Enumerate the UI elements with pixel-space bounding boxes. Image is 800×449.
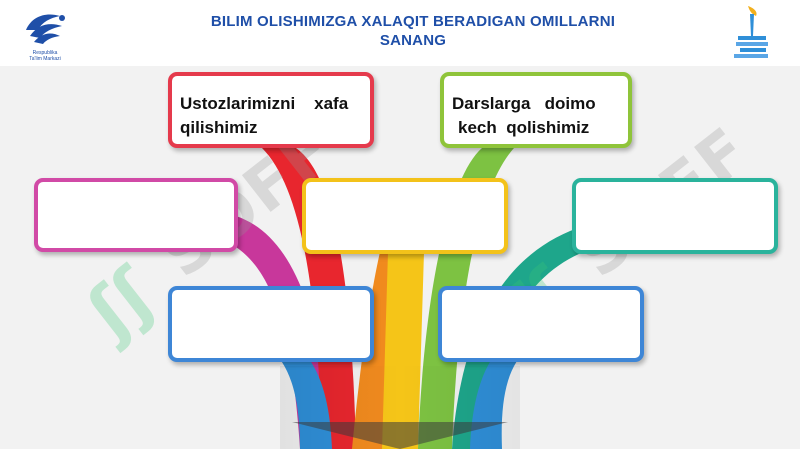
respublika-talim-markazi-logo: Respublika Ta'lim Markazi: [16, 8, 74, 64]
monument-logo: [728, 2, 774, 64]
box-top-right-line1: Darslarga doimo: [452, 94, 596, 113]
box-top-left: Ustozlarimizni xafa qilishimiz: [168, 72, 374, 148]
logo-caption-line1: Respublika: [32, 50, 58, 56]
box-top-right-line2: kech qolishimiz: [458, 118, 590, 137]
arrow-head: [292, 422, 508, 449]
box-top-left-line1: Ustozlarimizni xafa: [180, 94, 349, 113]
box-bottom-left: [168, 286, 374, 362]
box-center: [302, 178, 508, 254]
slide-header: Respublika Ta'lim Markazi BILIM OLISHIMI…: [0, 0, 800, 66]
box-bottom-right: [438, 286, 644, 362]
page-title: BILIM OLISHIMIZGA XALAQIT BERADIGAN OMIL…: [170, 12, 656, 50]
bird-icon: [26, 14, 65, 44]
monument-icon: [734, 6, 768, 58]
title-line1: BILIM OLISHIMIZGA XALAQIT BERADIGAN OMIL…: [210, 13, 616, 30]
box-mid-left: [34, 178, 238, 252]
box-top-right: Darslarga doimo kech qolishimiz: [440, 72, 632, 148]
box-mid-right: [572, 178, 778, 254]
diagram-area: SOFF SOFF ʃʃ ʃʃ Ustozlarimizni xafa qili…: [0, 66, 800, 449]
box-top-left-line2: qilishimiz: [180, 118, 258, 137]
title-line2: SANANG: [379, 32, 447, 49]
logo-caption-line2: Ta'lim Markazi: [29, 56, 61, 62]
